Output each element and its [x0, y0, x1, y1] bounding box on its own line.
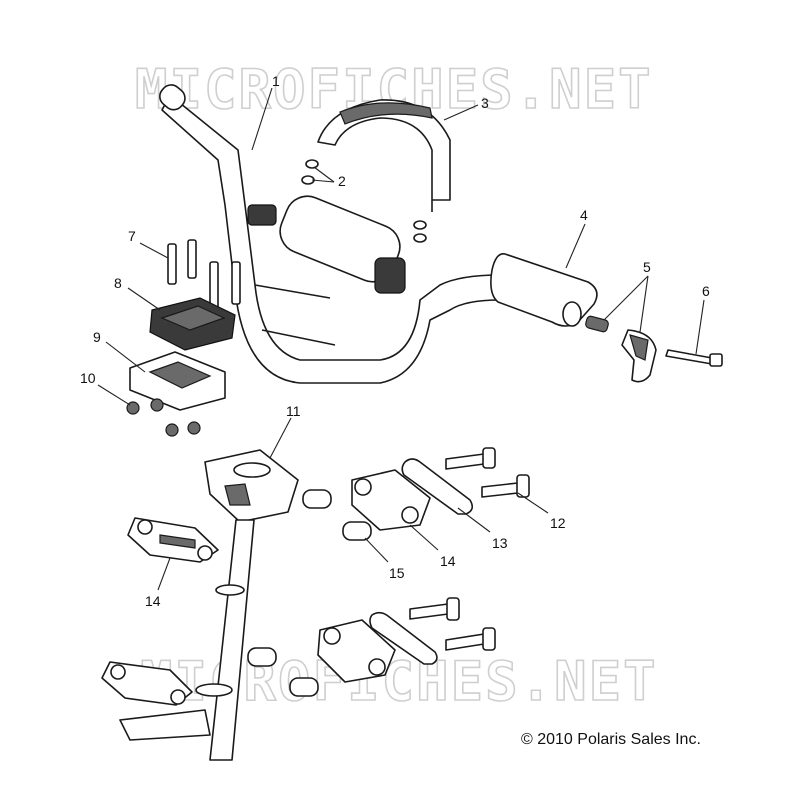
washer-parts: [301, 159, 427, 243]
screw-part: [665, 349, 723, 367]
pivot-block-bottom-left-part: [101, 661, 193, 706]
callout-8: 8: [114, 275, 122, 291]
callout-labels: 1 2 3 4 5 6 7 8 9 10 11 12 13 14 14 15: [80, 73, 710, 609]
handlebar-part: [159, 84, 501, 384]
callout-14-right: 14: [440, 553, 456, 569]
callout-13: 13: [492, 535, 508, 551]
copyright-text: © 2010 Polaris Sales Inc.: [521, 731, 701, 748]
callout-2: 2: [338, 173, 346, 189]
pivot-block-lower-part: [317, 619, 396, 683]
throttle-lever-part: [585, 315, 657, 383]
callout-4: 4: [580, 207, 588, 223]
link-plates-part: [369, 458, 474, 665]
handlebar-pad-part: [317, 99, 451, 212]
callout-9: 9: [93, 329, 101, 345]
callout-14-left: 14: [145, 593, 161, 609]
clamp-bolts-part: [167, 239, 241, 309]
callout-3: 3: [481, 95, 489, 111]
grip-part: [490, 253, 598, 327]
pivot-bolts-part: [409, 447, 530, 651]
steering-post-part: [119, 449, 299, 761]
pivot-block-left-part: [127, 517, 219, 563]
bushings-part: [247, 489, 372, 697]
leader-lines: [97, 87, 705, 591]
callout-7: 7: [128, 228, 136, 244]
callout-11: 11: [286, 403, 301, 419]
callout-12: 12: [550, 515, 566, 531]
callout-5: 5: [643, 259, 651, 275]
callout-10: 10: [80, 370, 96, 386]
callout-15: 15: [389, 565, 405, 581]
pivot-block-upper-part: [351, 469, 431, 531]
upper-clamp-part: [149, 297, 236, 351]
lower-clamp-part: [129, 351, 226, 411]
callout-6: 6: [702, 283, 710, 299]
callout-1: 1: [272, 73, 280, 89]
